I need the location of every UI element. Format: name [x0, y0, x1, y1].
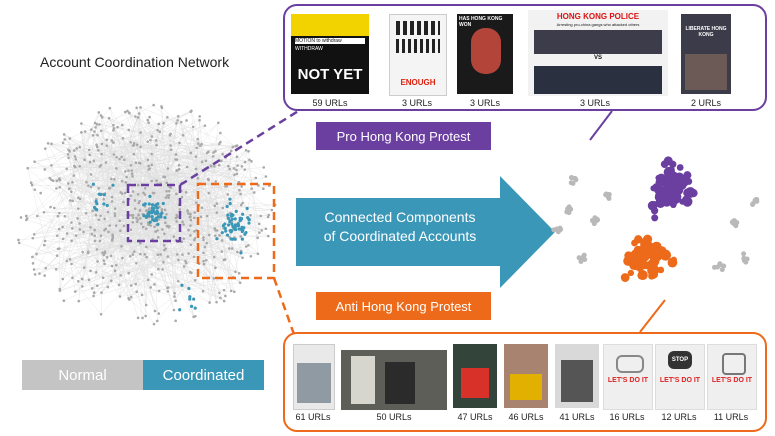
- anti-thumbnail-7: STOP LET'S DO IT: [655, 344, 705, 410]
- anti-thumbnail-2: [341, 350, 447, 410]
- anti-caption-8: 11 URLs: [713, 412, 749, 422]
- connected-components-arrow: [296, 176, 555, 288]
- anti-highlight-box: [196, 182, 276, 280]
- arrow-caption-line1: Connected Components: [324, 209, 476, 225]
- pro-connector-line: [179, 108, 301, 187]
- anti-thumbnail-8: LET'S DO IT: [707, 344, 757, 410]
- pro-highlight-box: [126, 183, 182, 243]
- pro-protest-callout: MOTION to withdraw WITHDRAW NOT YET 59 U…: [283, 4, 767, 111]
- anti-connector-line: [272, 277, 298, 341]
- anti-protest-label: Anti Hong Kong Protest: [316, 292, 491, 320]
- pro-thumbnail-3: HAS HONG KONG WON: [457, 14, 513, 94]
- network-title: Account Coordination Network: [40, 54, 230, 70]
- arrow-caption-line2: of Coordinated Accounts: [323, 228, 477, 244]
- pro-thumb1-text2: WITHDRAW: [295, 46, 323, 52]
- pro-thumb4-title: HONG KONG POLICE: [556, 12, 640, 21]
- anti-thumbnail-1: [293, 344, 335, 410]
- pro-thumb4-vs: VS: [593, 55, 602, 61]
- network-nodes: [17, 103, 277, 326]
- pro-thumb4-subtitle: Arresting pro-china gangs who attacked o…: [556, 22, 640, 27]
- anti-thumbnail-3: [453, 344, 497, 408]
- pro-caption-3: 3 URLs: [469, 98, 500, 108]
- account-coordination-network-graph: [17, 103, 277, 326]
- anti-caption-6: 16 URLs: [609, 412, 645, 422]
- anti-thumbnail-5: [555, 344, 599, 408]
- anti-thumb7-stop: STOP: [668, 351, 692, 369]
- anti-caption-5: 41 URLs: [559, 412, 595, 422]
- pro-thumb5-text: LIBERATE HONG KONG: [685, 26, 727, 38]
- pro-callout-pointer: [589, 110, 613, 141]
- anti-caption-2: 50 URLs: [376, 412, 412, 422]
- pro-thumb1-text3: NOT YET: [297, 66, 363, 83]
- legend-coordinated: Coordinated: [143, 360, 264, 390]
- connected-components-clusters: [551, 156, 760, 282]
- pro-thumbnail-2: ENOUGH: [389, 14, 447, 96]
- pro-thumb1-text1: MOTION to withdraw: [295, 38, 365, 44]
- arrow-caption: Connected Components of Coordinated Acco…: [300, 208, 500, 246]
- pro-thumbnail-5: LIBERATE HONG KONG: [681, 14, 731, 94]
- pro-caption-4: 3 URLs: [579, 98, 610, 108]
- anti-caption-7: 12 URLs: [661, 412, 697, 422]
- pro-caption-2: 3 URLs: [401, 98, 432, 108]
- anti-thumb8-text: LET'S DO IT: [711, 377, 753, 384]
- anti-caption-1: 61 URLs: [295, 412, 331, 422]
- anti-thumb7-text: LET'S DO IT: [659, 377, 701, 384]
- pro-protest-label: Pro Hong Kong Protest: [316, 122, 491, 150]
- pro-thumbnail-1: MOTION to withdraw WITHDRAW NOT YET: [291, 14, 369, 94]
- anti-caption-3: 47 URLs: [457, 412, 493, 422]
- anti-caption-4: 46 URLs: [508, 412, 544, 422]
- pro-caption-1: 59 URLs: [312, 98, 348, 108]
- legend-normal: Normal: [22, 360, 143, 390]
- anti-thumb6-text: LET'S DO IT: [607, 377, 649, 384]
- pro-caption-5: 2 URLs: [690, 98, 721, 108]
- anti-thumbnail-4: [504, 344, 548, 408]
- anti-protest-callout: 61 URLs 50 URLs 47 URLs 46 URLs 41 URLs …: [283, 332, 767, 432]
- pro-thumbnail-4: HONG KONG POLICE Arresting pro-china gan…: [528, 10, 668, 96]
- pro-thumb3-text: HAS HONG KONG WON: [459, 16, 503, 28]
- anti-callout-pointer: [639, 299, 666, 333]
- pro-thumb2-text: ENOUGH: [400, 78, 436, 87]
- anti-thumbnail-6: LET'S DO IT: [603, 344, 653, 410]
